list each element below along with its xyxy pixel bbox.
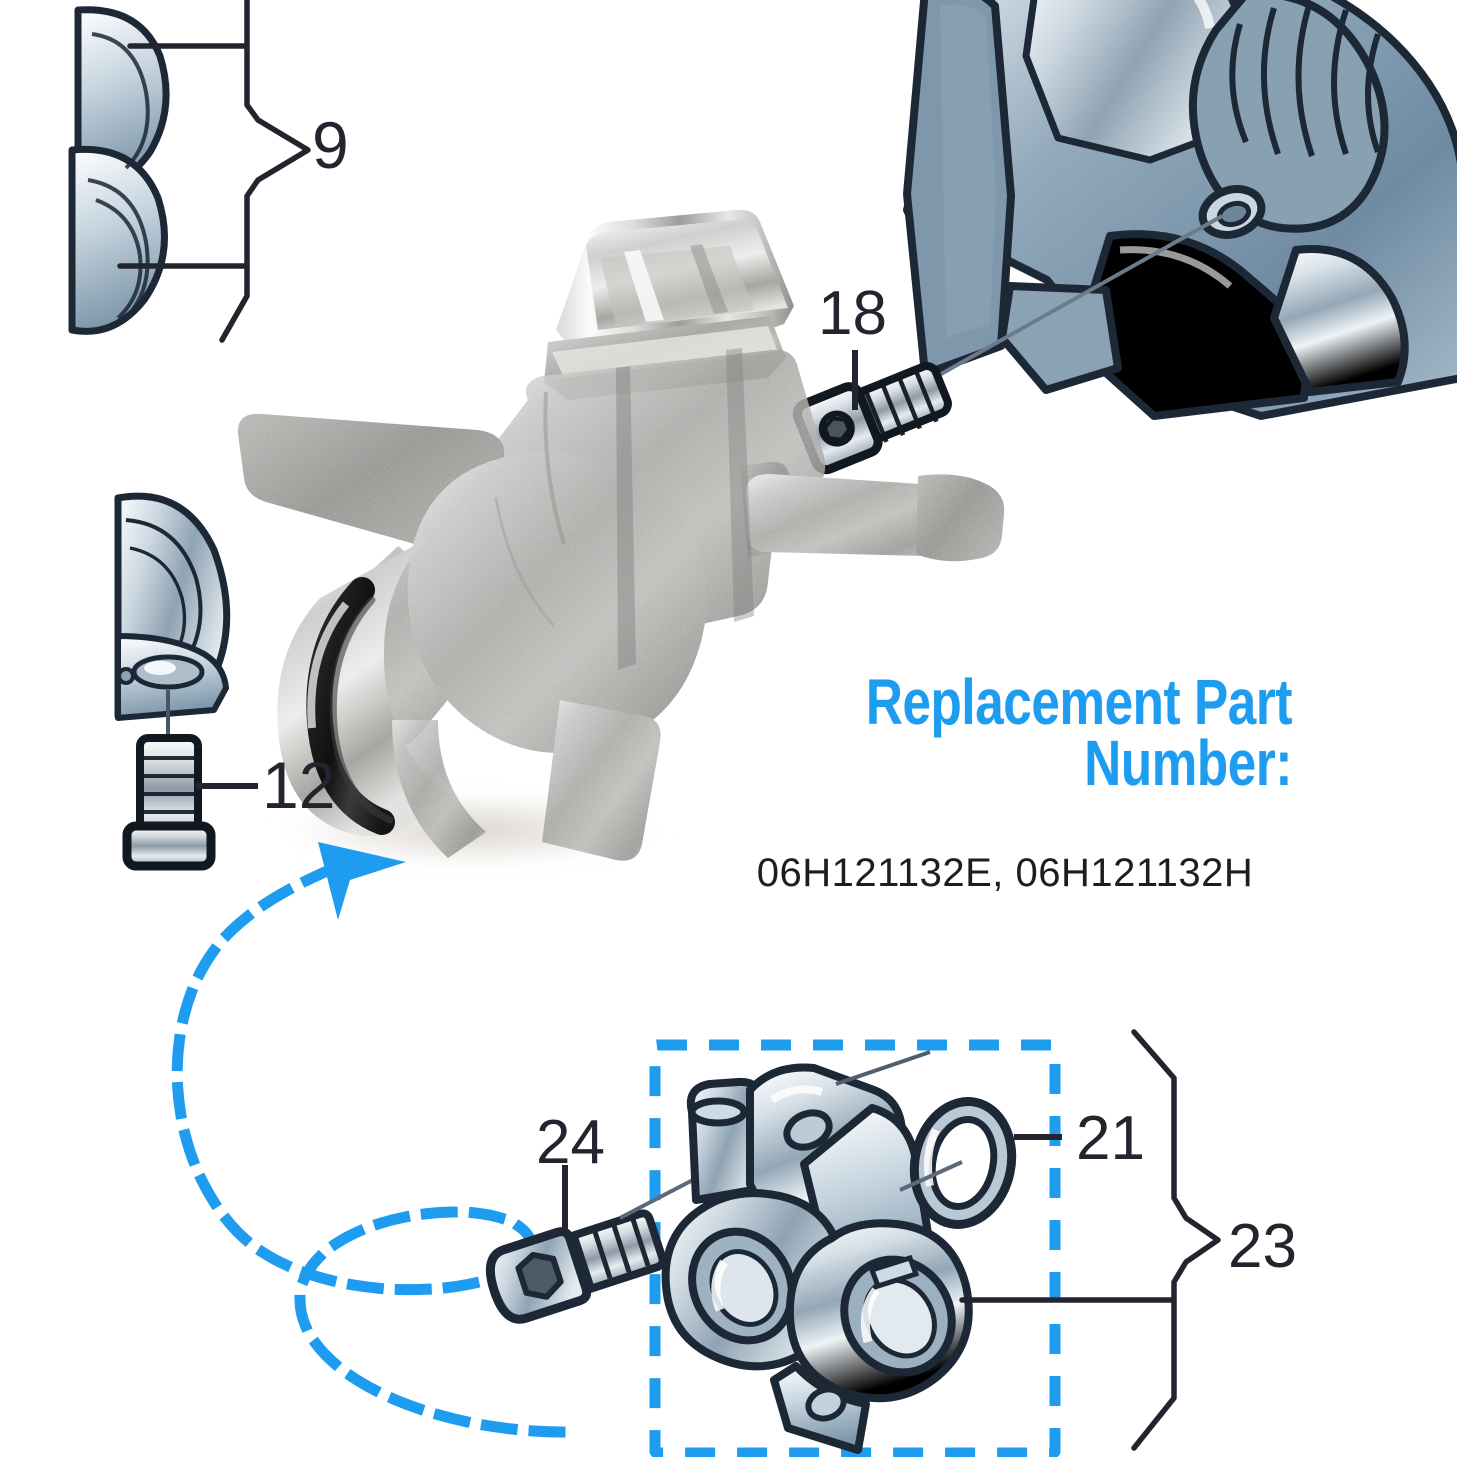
part-number-text: 06H121132E, 06H121132H [756, 851, 1254, 895]
callout-label-24: 24 [536, 1108, 605, 1177]
socket-bolt-12 [122, 734, 216, 871]
callout-label-12: 12 [262, 748, 336, 822]
headline-line-2: Number: [1084, 726, 1292, 799]
partial-housing-left [114, 492, 231, 742]
headline-line-1: Replacement Part [865, 666, 1293, 738]
cast-body [237, 349, 1005, 861]
screw-24 [485, 1209, 667, 1324]
leader-housing-upper [835, 1050, 931, 1086]
engine-housing-illustration [903, 0, 1457, 420]
leader-oring [899, 1160, 963, 1192]
dashed-pointer-curve [171, 858, 566, 1438]
callout-label-9: 9 [312, 108, 349, 182]
left-edge-partial-parts [68, 6, 258, 871]
bracket-23 [959, 1029, 1221, 1451]
casting-ribs [494, 348, 754, 670]
housing-body [661, 1063, 973, 1454]
o-ring-21 [909, 1097, 1017, 1229]
pointer-arrowhead [318, 842, 406, 920]
machined-neck [544, 209, 794, 400]
bolt-hole-boss [1198, 185, 1266, 239]
thermostat-housing-assembly-illustration [485, 1050, 1062, 1454]
callout-label-23: 23 [1228, 1212, 1297, 1281]
leader-line-18-to-boss [933, 214, 1223, 380]
coolant-flange-photo [237, 209, 1005, 872]
page-title: Replacement Part Number: [796, 670, 1293, 799]
callout-label-18: 18 [818, 279, 887, 348]
callout-label-21: 21 [1076, 1104, 1145, 1173]
bracket-9 [117, 0, 311, 343]
vent-ribs [1188, 0, 1389, 233]
flange-with-o-ring [277, 538, 486, 858]
